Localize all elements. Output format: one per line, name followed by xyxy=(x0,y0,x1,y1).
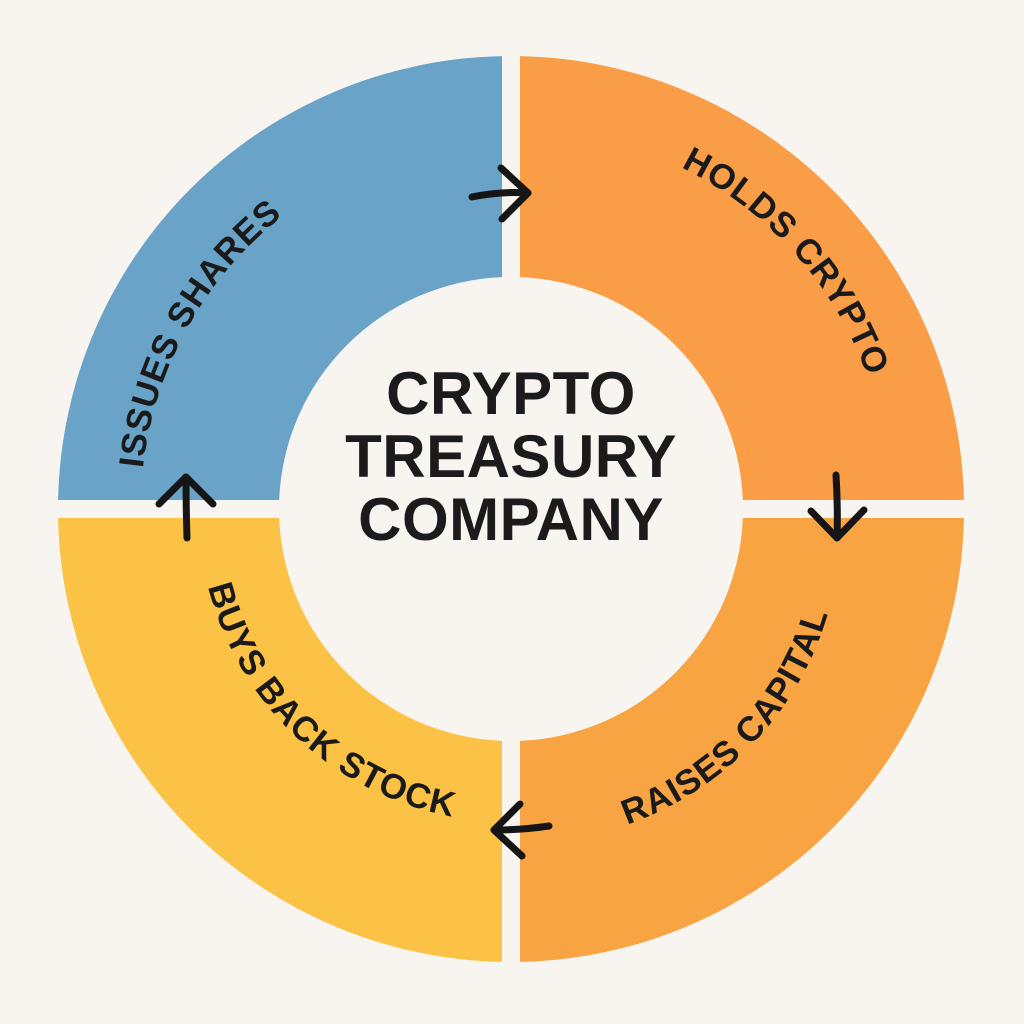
center-title-line: COMPANY xyxy=(358,486,664,553)
center-title-line: TREASURY xyxy=(345,423,677,490)
segment-issues-shares xyxy=(58,56,502,500)
arrow-down-icon xyxy=(807,471,868,542)
segment-holds-crypto xyxy=(520,56,964,500)
segment-raises-capital xyxy=(520,518,964,962)
arrow-up-icon xyxy=(155,473,217,542)
arrow-right-icon xyxy=(468,164,532,223)
center-title: CRYPTO TREASURY COMPANY xyxy=(311,362,711,551)
segment-buys-back-stock xyxy=(58,518,502,962)
arrow-left-icon xyxy=(490,800,553,860)
center-title-line: CRYPTO xyxy=(386,360,636,427)
